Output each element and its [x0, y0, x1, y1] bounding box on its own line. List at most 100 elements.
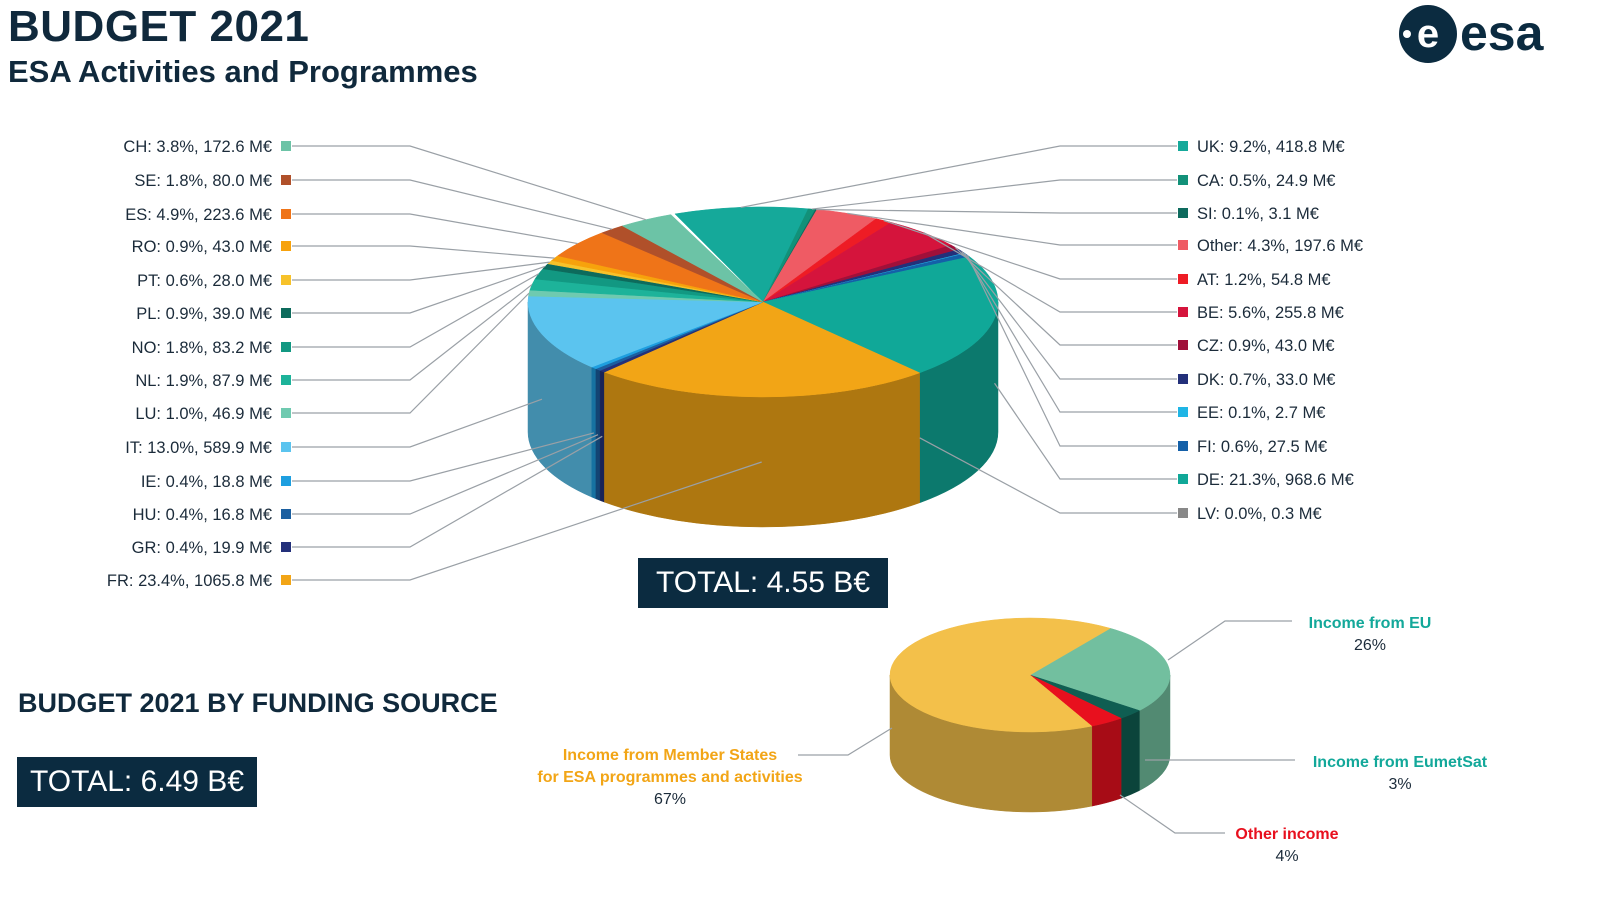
label-si: SI: 0.1%, 3.1 M€: [1197, 205, 1319, 223]
funding-percent: 3%: [1388, 776, 1411, 793]
legend-swatch-hu: [281, 509, 291, 519]
legend-swatch-at: [1178, 274, 1188, 284]
total-funding-box: TOTAL: 6.49 B€: [17, 757, 257, 807]
label-gr: GR: 0.4%, 19.9 M€: [132, 539, 272, 557]
legend-swatch-pl: [281, 308, 291, 318]
leader-line-hu: [292, 434, 599, 515]
funding-label: Income from Member States: [563, 747, 777, 764]
funding-sides: [889, 674, 1171, 813]
funding-section-title: BUDGET 2021 BY FUNDING SOURCE: [18, 688, 498, 718]
funding-percent: 4%: [1275, 848, 1298, 865]
legend-swatch-fi: [1178, 441, 1188, 451]
leader-line-lv: [919, 437, 1177, 514]
label-dk: DK: 0.7%, 33.0 M€: [1197, 371, 1336, 389]
label-be: BE: 5.6%, 255.8 M€: [1197, 304, 1344, 322]
legend-swatch-fr: [281, 575, 291, 585]
legend-swatch-se: [281, 175, 291, 185]
leader-line-ca: [811, 179, 1177, 210]
leader-line-dk: [961, 250, 1177, 380]
leader-line-de: [994, 382, 1177, 480]
esa-logo: e esa: [1398, 4, 1568, 64]
funding-label: Income from EumetSat: [1313, 754, 1488, 771]
label-ie: IE: 0.4%, 18.8 M€: [141, 473, 272, 491]
funding-slice-67-: [889, 617, 1111, 733]
activities-side-gr: [599, 370, 605, 503]
leader-line-pl: [292, 265, 546, 314]
label-pt: PT: 0.6%, 28.0 M€: [137, 272, 272, 290]
label-ca: CA: 0.5%, 24.9 M€: [1197, 172, 1336, 190]
label-es: ES: 4.9%, 223.6 M€: [125, 206, 272, 224]
funding-side-slice: [1091, 717, 1122, 807]
label-ch: CH: 3.8%, 172.6 M€: [123, 138, 272, 156]
label-lv: LV: 0.0%, 0.3 M€: [1197, 505, 1322, 523]
leader-line-gr: [292, 435, 603, 548]
funding-leader-line: [1167, 620, 1292, 661]
leader-line-lu: [292, 292, 530, 414]
legend-swatch-lu: [281, 408, 291, 418]
label-fr: FR: 23.4%, 1065.8 M€: [107, 572, 272, 590]
leader-line-at: [883, 219, 1177, 280]
funding-leader-line: [798, 727, 893, 756]
leader-line-no: [292, 273, 539, 348]
activities-slice-de: [762, 256, 999, 374]
activities-slice-it: [527, 295, 764, 368]
legend-swatch-ca: [1178, 175, 1188, 185]
total-activities-box: TOTAL: 4.55 B€: [638, 558, 888, 608]
leader-line-ee: [964, 253, 1177, 413]
legend-swatch-lv: [1178, 508, 1188, 518]
legend-swatch-be: [1178, 307, 1188, 317]
label-at: AT: 1.2%, 54.8 M€: [1197, 271, 1331, 289]
leader-line-si: [816, 208, 1177, 214]
leader-line-fi: [966, 254, 1177, 447]
label-lu: LU: 1.0%, 46.9 M€: [135, 405, 272, 423]
svg-text:esa: esa: [1460, 5, 1545, 61]
leader-line-it: [292, 398, 543, 448]
funding-slice-26-: [1029, 628, 1171, 711]
legend-swatch-no: [281, 342, 291, 352]
funding-side-slice: [1120, 710, 1140, 799]
funding-label: Income from EU: [1309, 615, 1432, 632]
legend-swatch-dk: [1178, 374, 1188, 384]
svg-text:e: e: [1417, 12, 1439, 56]
legend-swatch-es: [281, 209, 291, 219]
leader-line-pt: [292, 261, 550, 281]
label-it: IT: 13.0%, 589.9 M€: [125, 439, 272, 457]
label-nl: NL: 1.9%, 87.9 M€: [135, 372, 272, 390]
legend-swatch-ee: [1178, 407, 1188, 417]
legend-swatch-ch: [281, 141, 291, 151]
funding-percent: 67%: [654, 791, 686, 808]
legend-swatch-uk: [1178, 141, 1188, 151]
legend-swatch-pt: [281, 275, 291, 285]
legend-swatch-si: [1178, 208, 1188, 218]
funding-labels: Income from EU 26% Income from EumetSat 3% O…: [537, 615, 1487, 865]
legend-swatch-it: [281, 442, 291, 452]
legend-swatch-ro: [281, 241, 291, 251]
legend-swatch-cz: [1178, 340, 1188, 350]
label-other: Other: 4.3%, 197.6 M€: [1197, 237, 1363, 255]
leader-line-se: [292, 179, 613, 230]
activities-labels: UK: 9.2%, 418.8 M€ CA: 0.5%, 24.9 M€ SI: 0…: [107, 138, 1363, 590]
activities-slice-fr: [603, 301, 921, 398]
label-fi: FI: 0.6%, 27.5 M€: [1197, 438, 1327, 456]
label-uk: UK: 9.2%, 418.8 M€: [1197, 138, 1345, 156]
leader-line-fr: [292, 461, 762, 581]
leader-line-ro: [292, 245, 555, 259]
label-ee: EE: 0.1%, 2.7 M€: [1197, 404, 1325, 422]
leader-line-ie: [292, 432, 594, 482]
leader-line-other: [847, 212, 1177, 246]
funding-percent: 26%: [1354, 637, 1386, 654]
legend-swatch-gr: [281, 542, 291, 552]
label-pl: PL: 0.9%, 39.0 M€: [136, 305, 272, 323]
page-subtitle: ESA Activities and Programmes: [8, 54, 478, 89]
legend-swatch-nl: [281, 375, 291, 385]
label-hu: HU: 0.4%, 16.8 M€: [133, 506, 272, 524]
activities-tops: [527, 206, 999, 398]
label-ro: RO: 0.9%, 43.0 M€: [132, 238, 272, 256]
label-de: DE: 21.3%, 968.6 M€: [1197, 471, 1354, 489]
leader-line-ch: [292, 145, 646, 221]
funding-leader-line: [1119, 794, 1225, 834]
legend-swatch-ie: [281, 476, 291, 486]
funding-label: Other income: [1235, 826, 1338, 843]
funding-tops: [889, 617, 1171, 733]
leader-line-uk: [740, 145, 1177, 209]
